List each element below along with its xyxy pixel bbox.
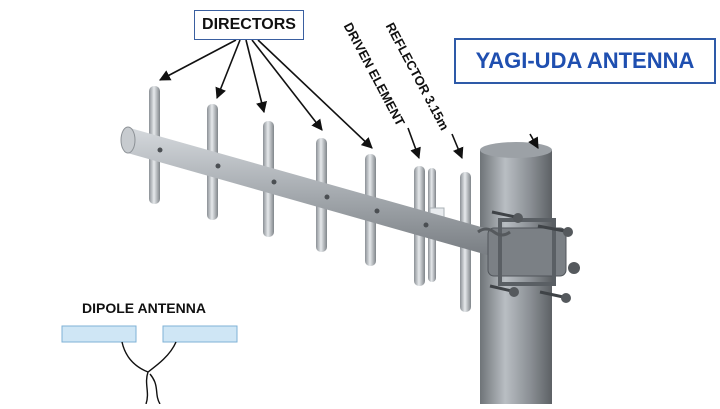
dipole-arm-left <box>61 325 137 343</box>
driven-element-arrow <box>407 127 421 160</box>
director-pointer-arrows <box>159 39 373 149</box>
dipole-antenna-label: DIPOLE ANTENNA <box>82 300 206 316</box>
directors-label: DIRECTORS <box>194 10 304 40</box>
dipole-arm-right <box>162 325 238 343</box>
mast-arrow <box>528 133 539 149</box>
mast-clamp <box>477 210 580 303</box>
mast-pole <box>480 142 552 404</box>
page-title: YAGI-UDA ANTENNA <box>454 38 716 84</box>
dipole-antenna-sketch <box>61 325 238 405</box>
antenna-boom <box>120 126 520 262</box>
reflector-arrow <box>451 133 464 160</box>
dipole-feed-wire <box>121 341 177 405</box>
